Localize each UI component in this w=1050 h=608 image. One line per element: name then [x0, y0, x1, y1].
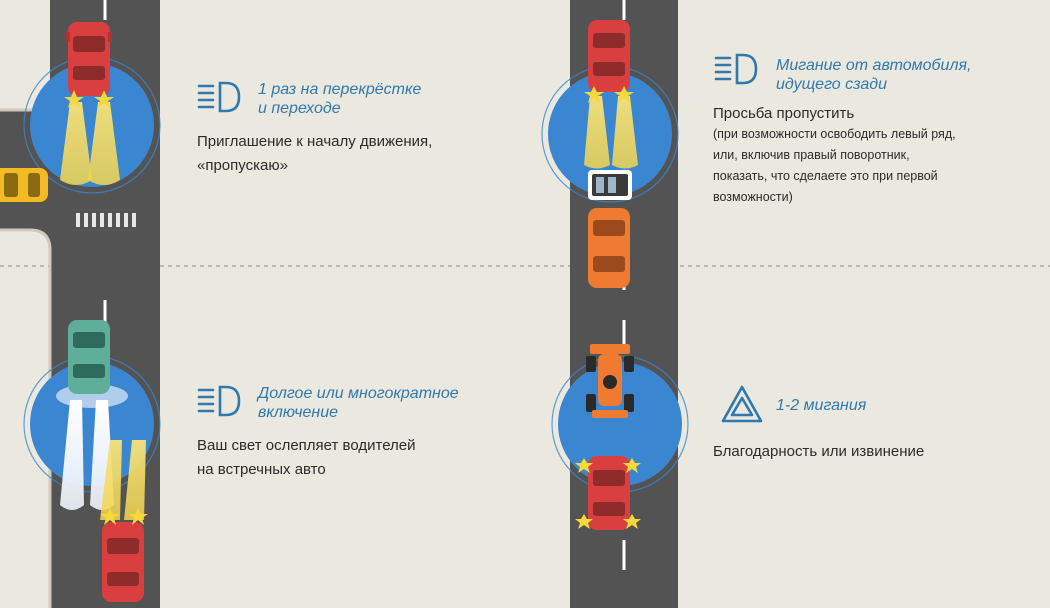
red-car-4: [588, 456, 630, 530]
headlight-flash-2: [584, 86, 634, 103]
panel-1-description: Приглашение к началу движения, «пропуска…: [197, 133, 433, 174]
headlight-flash-3: [100, 508, 148, 525]
panel-3-description: Ваш свет ослепляет водителей на встречны…: [197, 437, 416, 478]
panel-2-description: Просьба пропустить: [713, 105, 855, 122]
panel-4-description: Благодарность или извинение: [713, 443, 925, 460]
panel-2-caption: Мигание от автомобиля, идущего сзади: [776, 57, 972, 93]
panel-2-note: (при возможности освободить левый ряд, и…: [713, 127, 956, 204]
highlight-circles: [23, 56, 689, 493]
hazard-warning-icon: [721, 385, 763, 423]
taxi-car: [0, 168, 48, 202]
hazard-flash: [575, 458, 641, 529]
panel-4-caption: 1-2 мигания: [776, 397, 867, 414]
truck-car: [588, 170, 632, 200]
race-car: [586, 344, 634, 418]
red-car-1: [66, 22, 112, 96]
low-beam-headlight-icon: [197, 81, 241, 113]
orange-car: [588, 208, 630, 288]
low-beam-headlight-icon: [714, 53, 758, 85]
panel-1-beams: [60, 102, 120, 185]
panel-2-beams: [584, 96, 638, 169]
green-car: [68, 320, 110, 394]
headlight-flash: [64, 90, 114, 108]
red-car-3: [102, 522, 144, 602]
low-beam-headlight-icon: [197, 385, 241, 417]
panel-3-caption: Долгое или многократное включение: [258, 385, 459, 421]
panel-3-bright-beams: [56, 384, 146, 520]
panel-1-caption: 1 раз на перекрёстке и переходе: [258, 81, 422, 117]
red-car-2: [588, 20, 630, 92]
